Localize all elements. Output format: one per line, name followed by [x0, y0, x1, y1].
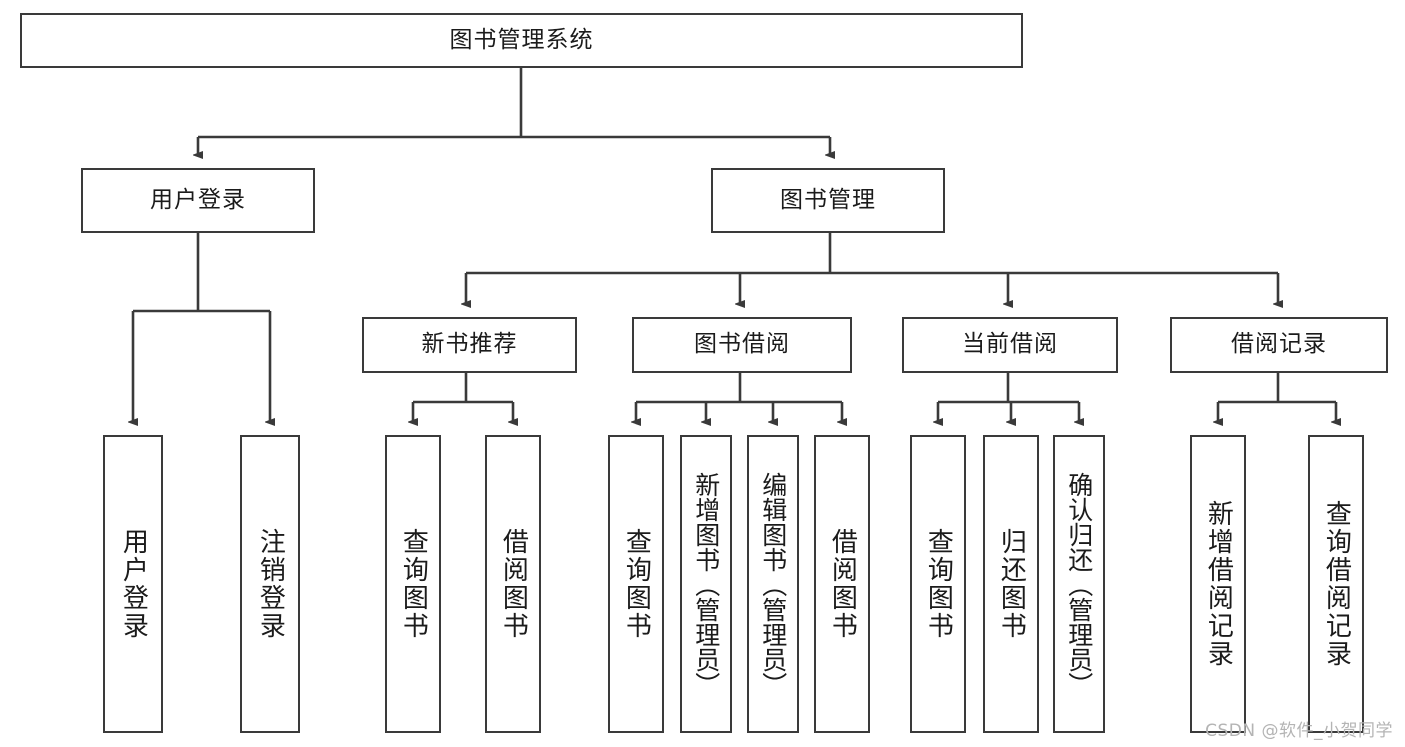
- node-root-label: 图书管理系统: [449, 26, 594, 53]
- leaf-user-login-label: 用户登录: [118, 528, 149, 640]
- node-new-book-recommend-label: 新书推荐: [421, 331, 518, 358]
- node-book-borrow[interactable]: 图书借阅: [632, 317, 852, 373]
- leaf-query-book-current-label: 查询图书: [923, 528, 954, 640]
- leaf-borrow-book-recommend-label: 借阅图书: [498, 528, 529, 640]
- node-book-borrow-label: 图书借阅: [694, 331, 790, 358]
- leaf-add-book[interactable]: 新增图书（管理员）: [680, 435, 732, 733]
- node-root[interactable]: 图书管理系统: [20, 13, 1023, 68]
- node-user-login[interactable]: 用户登录: [81, 168, 315, 233]
- leaf-confirm-return[interactable]: 确认归还（管理员）: [1053, 435, 1105, 733]
- node-new-book-recommend[interactable]: 新书推荐: [362, 317, 577, 373]
- leaf-query-book-borrow-label: 查询图书: [621, 528, 652, 640]
- node-book-manage-label: 图书管理: [780, 186, 876, 213]
- node-user-login-label: 用户登录: [150, 186, 246, 213]
- leaf-query-book-borrow[interactable]: 查询图书: [608, 435, 664, 733]
- leaf-query-borrow-record-label: 查询借阅记录: [1321, 500, 1352, 668]
- node-borrow-record[interactable]: 借阅记录: [1170, 317, 1388, 373]
- leaf-add-borrow-record[interactable]: 新增借阅记录: [1190, 435, 1246, 733]
- leaf-logout-label: 注销登录: [255, 528, 286, 640]
- leaf-return-book-label: 归还图书: [996, 528, 1027, 640]
- leaf-query-book-recommend-label: 查询图书: [398, 528, 429, 640]
- node-borrow-record-label: 借阅记录: [1231, 331, 1327, 358]
- node-current-borrow-label: 当前借阅: [962, 331, 1058, 358]
- leaf-edit-book-label: 编辑图书（管理员）: [758, 471, 788, 697]
- node-book-manage[interactable]: 图书管理: [711, 168, 945, 233]
- leaf-add-book-label: 新增图书（管理员）: [691, 471, 721, 697]
- csdn-watermark: CSDN @软件_小贺同学: [1205, 721, 1393, 741]
- leaf-borrow-book-recommend[interactable]: 借阅图书: [485, 435, 541, 733]
- leaf-logout[interactable]: 注销登录: [240, 435, 300, 733]
- leaf-borrow-book[interactable]: 借阅图书: [814, 435, 870, 733]
- leaf-edit-book[interactable]: 编辑图书（管理员）: [747, 435, 799, 733]
- leaf-query-borrow-record[interactable]: 查询借阅记录: [1308, 435, 1364, 733]
- leaf-user-login[interactable]: 用户登录: [103, 435, 163, 733]
- node-current-borrow[interactable]: 当前借阅: [902, 317, 1118, 373]
- leaf-query-book-recommend[interactable]: 查询图书: [385, 435, 441, 733]
- leaf-query-book-current[interactable]: 查询图书: [910, 435, 966, 733]
- leaf-borrow-book-label: 借阅图书: [827, 528, 858, 640]
- leaf-confirm-return-label: 确认归还（管理员）: [1064, 471, 1094, 697]
- leaf-add-borrow-record-label: 新增借阅记录: [1203, 500, 1234, 668]
- leaf-return-book[interactable]: 归还图书: [983, 435, 1039, 733]
